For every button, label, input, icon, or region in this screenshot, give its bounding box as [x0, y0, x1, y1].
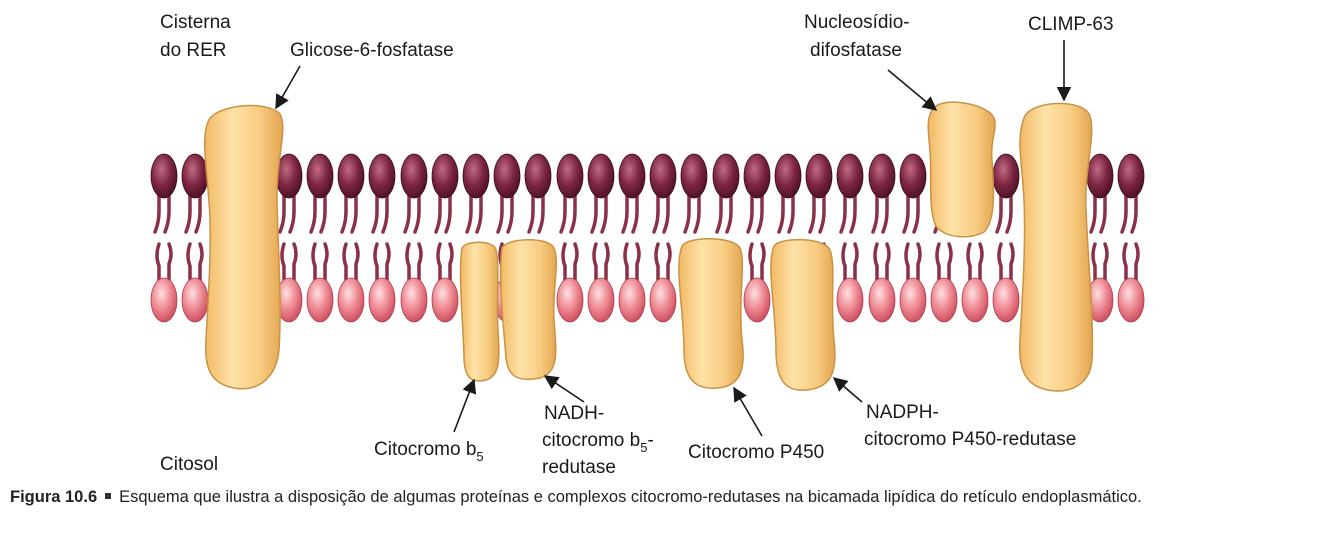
- protein-nadph-citocromo-p450-redutase: [770, 238, 836, 391]
- phospholipid: [836, 153, 864, 323]
- figure-number: Figura 10.6: [10, 488, 98, 506]
- arrow-nucleosidio-difosfatase: [887, 69, 938, 111]
- phospholipid: [618, 153, 646, 323]
- phospholipid: [431, 153, 459, 323]
- phospholipid: [337, 153, 365, 323]
- label-nadph-line2: citocromo P450-redutase: [864, 429, 1076, 450]
- phospholipid: [275, 153, 303, 323]
- label-nadh-line1: NADH-: [544, 403, 604, 424]
- label-nucleosidio-line1: Nucleosídio-: [804, 12, 910, 33]
- pointer-arrows: [275, 40, 1072, 437]
- phospholipid: [1117, 153, 1145, 323]
- phospholipid: [368, 153, 396, 323]
- arrow-nadph-citocromo-p450-redutase: [832, 377, 863, 403]
- arrow-citocromo-b5: [453, 378, 477, 433]
- phospholipid: [150, 153, 178, 323]
- phospholipid: [899, 153, 927, 323]
- label-cisterna-line2: do RER: [160, 40, 227, 61]
- arrow-nadh-citocromo-b5-redutase: [543, 375, 585, 403]
- figure-caption: Figura 10.6 Esquema que ilustra a disposi…: [10, 488, 1310, 507]
- phospholipid: [587, 153, 615, 323]
- label-citocromo-p450: Citocromo P450: [688, 442, 824, 463]
- protein-nucleosidio-difosfatase: [927, 101, 996, 238]
- protein-citocromo-p450: [678, 238, 744, 389]
- label-cisterna-line1: Cisterna: [160, 12, 231, 33]
- label-citosol: Citosol: [160, 454, 218, 475]
- lipid-bilayer: [150, 153, 1145, 323]
- arrow-glicose-6-fosfatase: [275, 65, 301, 110]
- phospholipid: [743, 153, 771, 323]
- phospholipid: [868, 153, 896, 323]
- label-nadh-line2-text: citocromo b: [542, 430, 640, 451]
- label-climp-63: CLIMP-63: [1028, 14, 1114, 35]
- phospholipid: [556, 153, 584, 323]
- protein-citocromo-b5: [459, 241, 500, 382]
- label-citocromo-b5: Citocromo b5: [374, 439, 484, 464]
- phospholipid: [992, 153, 1020, 323]
- label-nadh-line2-subscript: 5: [640, 440, 647, 455]
- phospholipid: [306, 153, 334, 323]
- protein-glicose-6-fosfatase: [203, 104, 284, 390]
- protein-climp-63: [1018, 102, 1094, 392]
- label-nadph-line1: NADPH-: [866, 402, 939, 423]
- label-nadh-line2: citocromo b5-: [542, 430, 654, 455]
- protein-nadh-citocromo-b5-redutase: [499, 239, 557, 381]
- label-nadh-line2-hyphen: -: [647, 430, 653, 451]
- label-glicose-6-fosfatase: Glicose-6-fosfatase: [290, 40, 454, 61]
- caption-bullet: [105, 493, 112, 500]
- phospholipid: [181, 153, 209, 323]
- label-nadh-line3: redutase: [542, 457, 616, 478]
- label-nucleosidio-line2: difosfatase: [810, 40, 902, 61]
- figure-caption-text: Esquema que ilustra a disposição de algu…: [119, 488, 1142, 506]
- phospholipid: [649, 153, 677, 323]
- phospholipid: [400, 153, 428, 323]
- arrow-citocromo-p450: [733, 386, 763, 437]
- label-citocromo-b5-text: Citocromo b: [374, 439, 476, 460]
- phospholipid: [1086, 153, 1114, 323]
- label-citocromo-b5-subscript: 5: [476, 449, 483, 464]
